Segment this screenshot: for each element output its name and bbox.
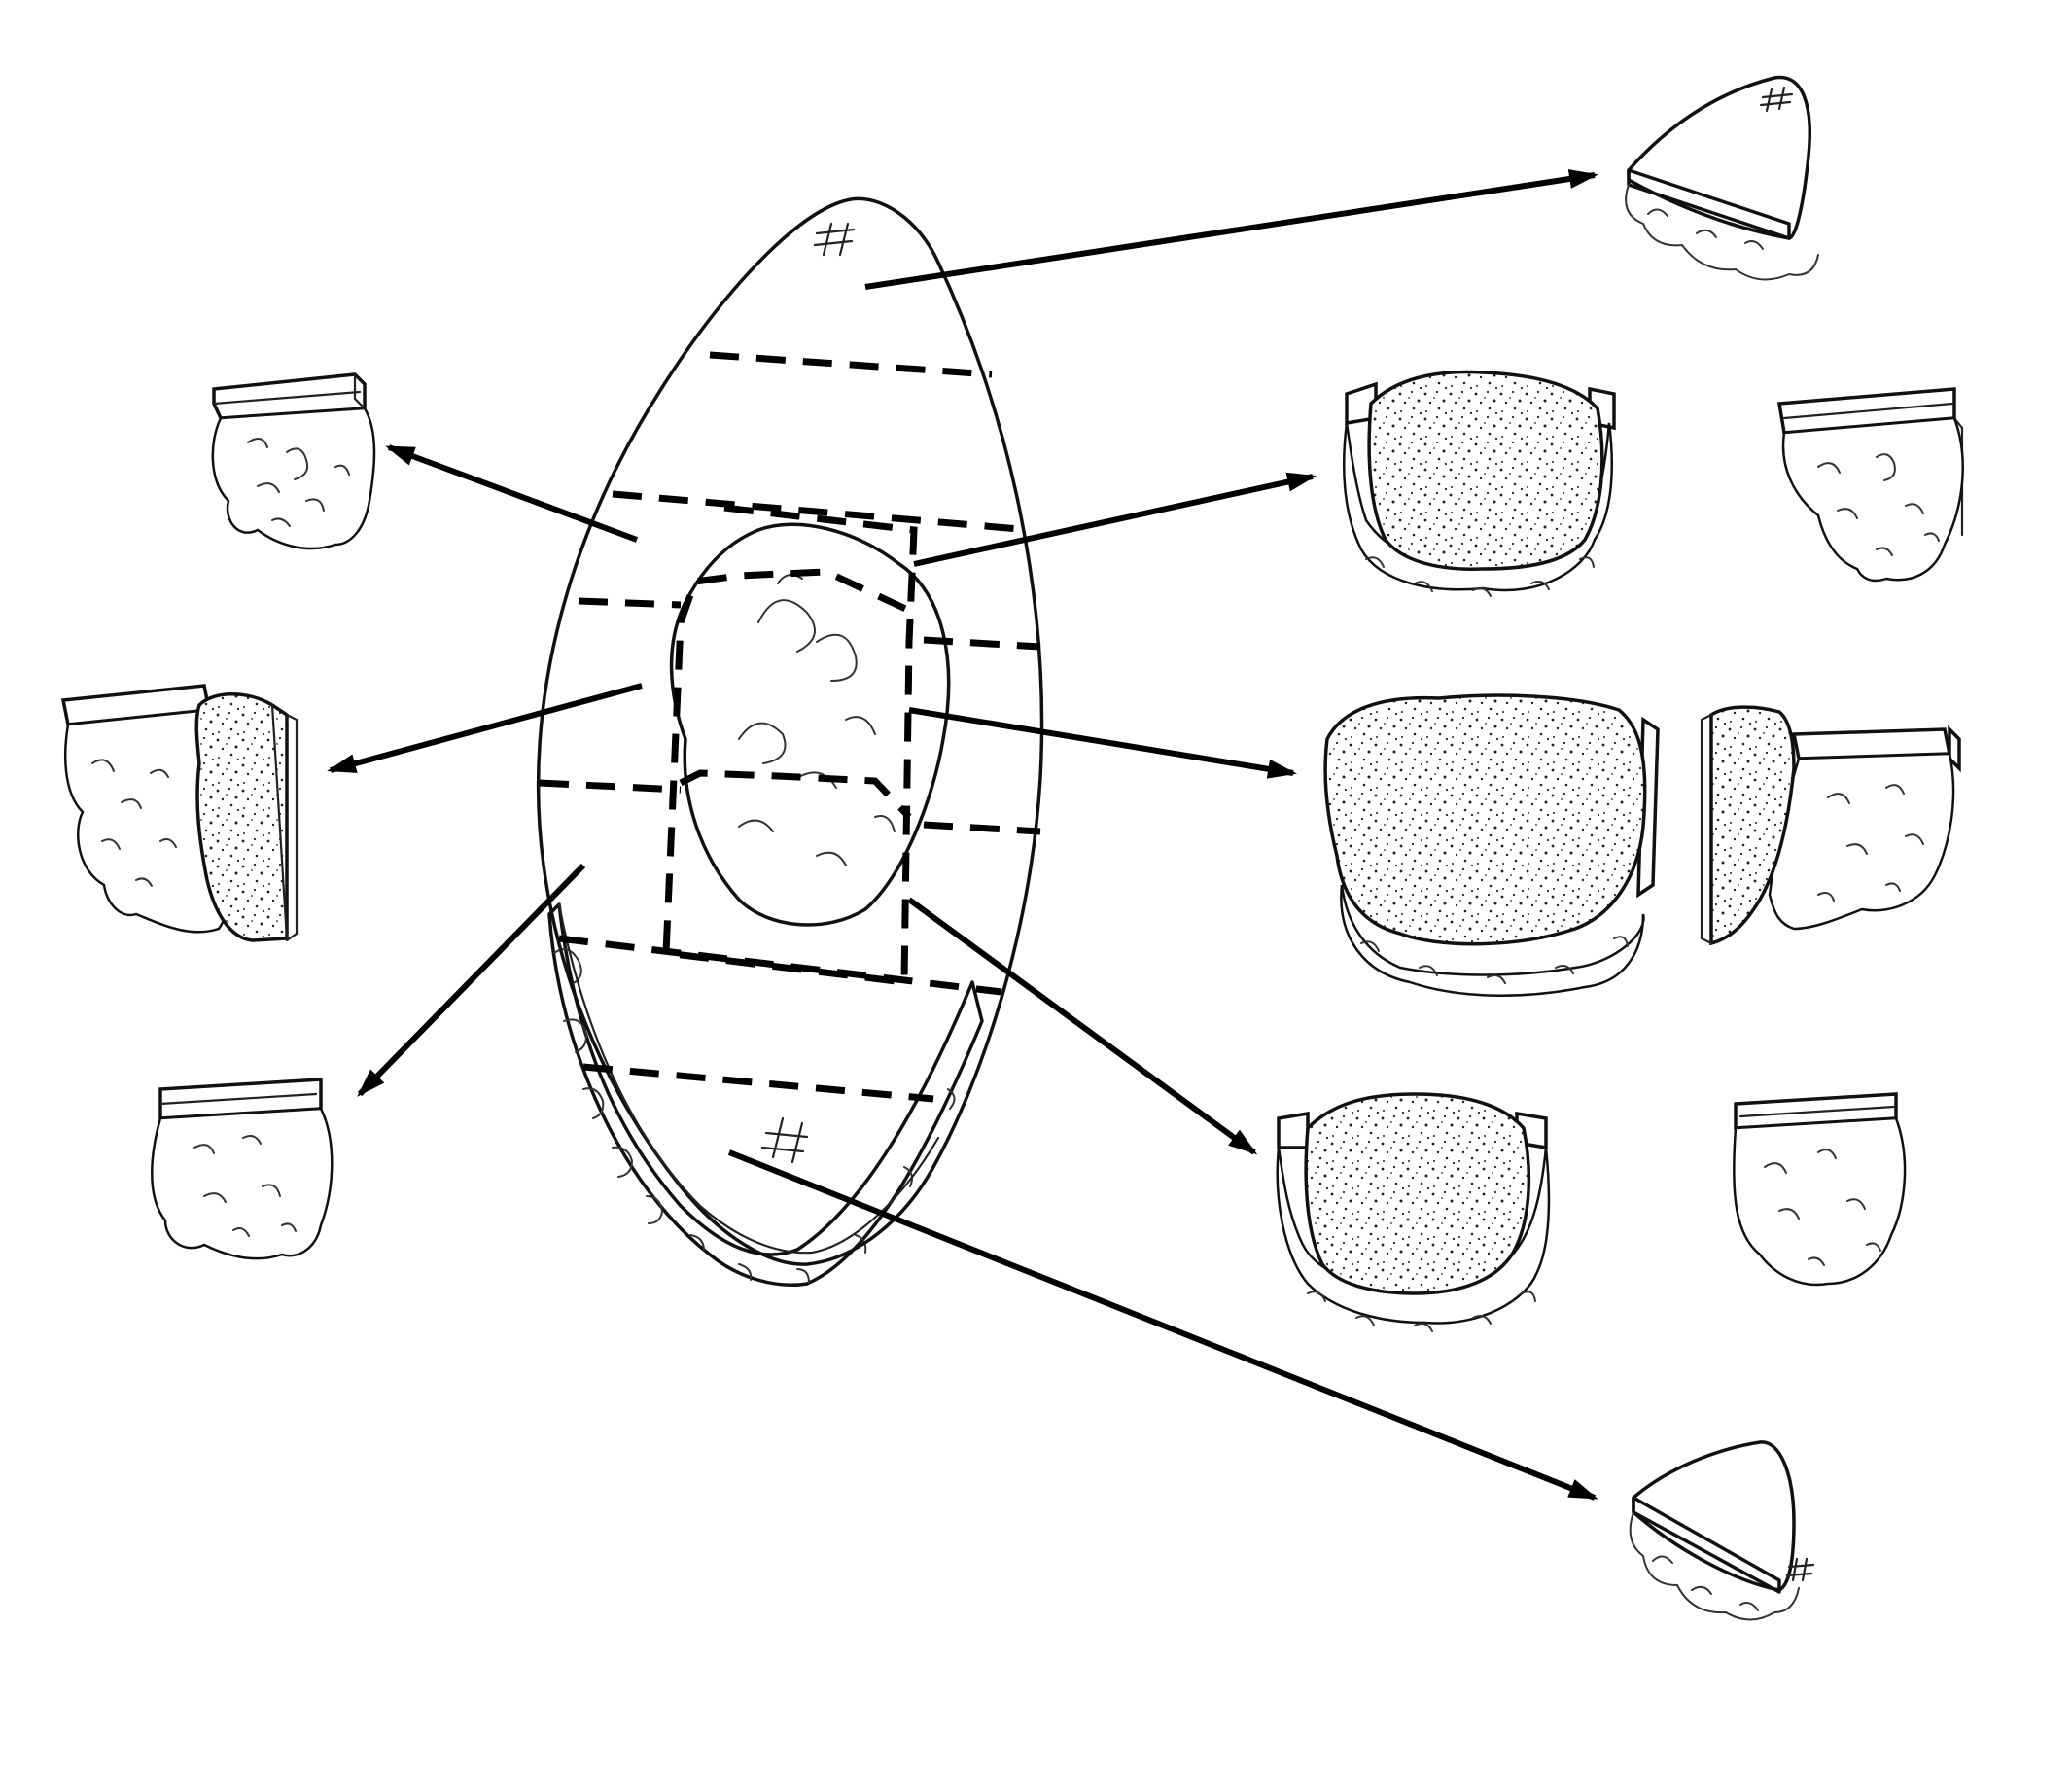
arrow-to-upper-left <box>385 444 639 543</box>
section-lower-center <box>1276 1092 1551 1332</box>
section-upper-right <box>1776 387 1964 583</box>
arrow-to-middle-center <box>908 707 1297 779</box>
section-upper-left <box>211 372 376 550</box>
sectioning-lines <box>539 351 1041 1103</box>
section-tip-bottom <box>1629 1440 1815 1621</box>
orientation-hash-bottom-icon <box>760 1116 809 1164</box>
section-middle-right <box>1700 705 1961 946</box>
section-lower-left <box>151 1078 334 1260</box>
arrow-to-upper-center <box>913 472 1317 567</box>
orientation-hash-top-icon <box>813 222 856 257</box>
arrow-to-tip-top <box>864 169 1598 290</box>
specimen-skin-ellipse <box>536 196 1044 1266</box>
main-specimen <box>536 196 1044 1287</box>
section-middle-center <box>1323 693 1660 997</box>
section-upper-center <box>1342 370 1616 597</box>
section-tip-top <box>1625 75 1819 281</box>
arrow-to-lower-center <box>907 897 1258 1155</box>
specimen-fat-edge <box>547 902 984 1287</box>
arrow-to-lower-left <box>357 863 586 1097</box>
arrow-to-tip-bottom <box>727 1149 1598 1501</box>
arrow-to-middle-left <box>327 683 643 773</box>
specimen-fat-lobes <box>553 948 956 1284</box>
section-middle-left <box>60 684 299 942</box>
section-arrows <box>327 169 1598 1501</box>
section-lower-right <box>1733 1092 1907 1287</box>
